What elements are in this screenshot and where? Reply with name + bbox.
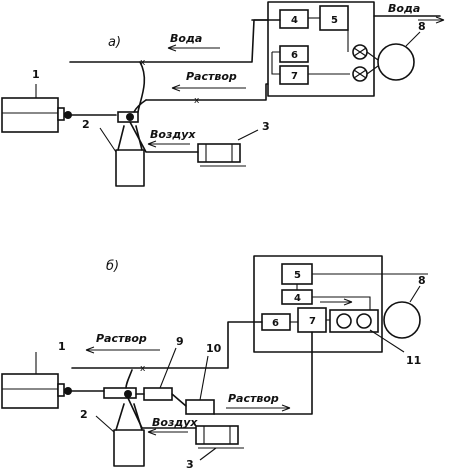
svg-text:x: x [140,58,146,68]
part-3-b-number: 3 [186,458,194,471]
box-7-a-number: 7 [291,71,298,82]
flow-water-a-2: Вода [388,2,420,15]
part-2-b-number: 2 [80,408,88,421]
valve-left-b [336,313,352,329]
part-10-b-number: 10 [206,342,222,355]
mixer-2-a: 2 [82,111,145,187]
box-5-a-number: 5 [331,15,338,26]
box-6-a [279,45,309,63]
diagram-b: б) 1 2 9 10 [1,255,428,471]
solution-line-b-2 [213,331,313,415]
flow-solution-a: Раствор [186,70,237,83]
diagram-a: а) 1 2 3 [1,1,445,187]
water-line-a [69,19,269,63]
flow-water-a-1: Вода [170,32,202,45]
compressor-3-b: 3 [186,425,244,471]
part-8-a-number: 8 [418,20,426,33]
part-1-b-number: 1 [58,340,66,353]
part-10-b [185,399,215,415]
air-line-b [127,397,197,429]
air-line-a [129,121,199,153]
flow-solution-b-2: Раствор [228,392,279,405]
box-6-a-number: 6 [291,50,298,61]
motor-8-a [377,43,415,81]
box-4-a-number: 4 [291,15,298,26]
control-unit-b [253,255,383,353]
box-6-b-number: 6 [272,318,279,329]
svg-text:x: x [194,96,200,106]
part-9-b [143,387,173,401]
box-7-a [279,65,309,85]
pump-1-b: 1 [1,340,72,409]
flow-air-a: Воздух [150,128,196,141]
pump-1-a: 1 [1,68,72,133]
part-11-b-number: 11 [406,354,421,367]
control-unit-a [267,1,375,97]
box-5-a [319,5,349,31]
box-5-b-number: 5 [294,270,301,281]
flow-solution-b-1: Раствор [96,332,147,345]
part-2-a-number: 2 [82,118,90,131]
svg-text:x: x [140,364,146,374]
part-3-a-number: 3 [262,120,270,133]
solution-line-b-1 [71,321,263,369]
part-1-a-number: 1 [32,68,40,81]
box-4-b-number: 4 [294,293,301,304]
compressor-3-a: 3 [197,120,270,167]
mixer-2-b: 2 [80,387,145,467]
part-9-b-number: 9 [176,335,184,348]
diagram-a-label: а) [108,35,121,50]
valve-right-b [356,313,372,329]
box-7-b-number: 7 [309,316,316,327]
part-8-b-number: 8 [418,274,426,287]
flow-air-b: Воздух [152,416,198,429]
diagram-b-label: б) [106,259,119,274]
box-4-a [279,9,309,29]
solution-line-a [145,83,269,101]
motor-8-b [383,301,421,339]
